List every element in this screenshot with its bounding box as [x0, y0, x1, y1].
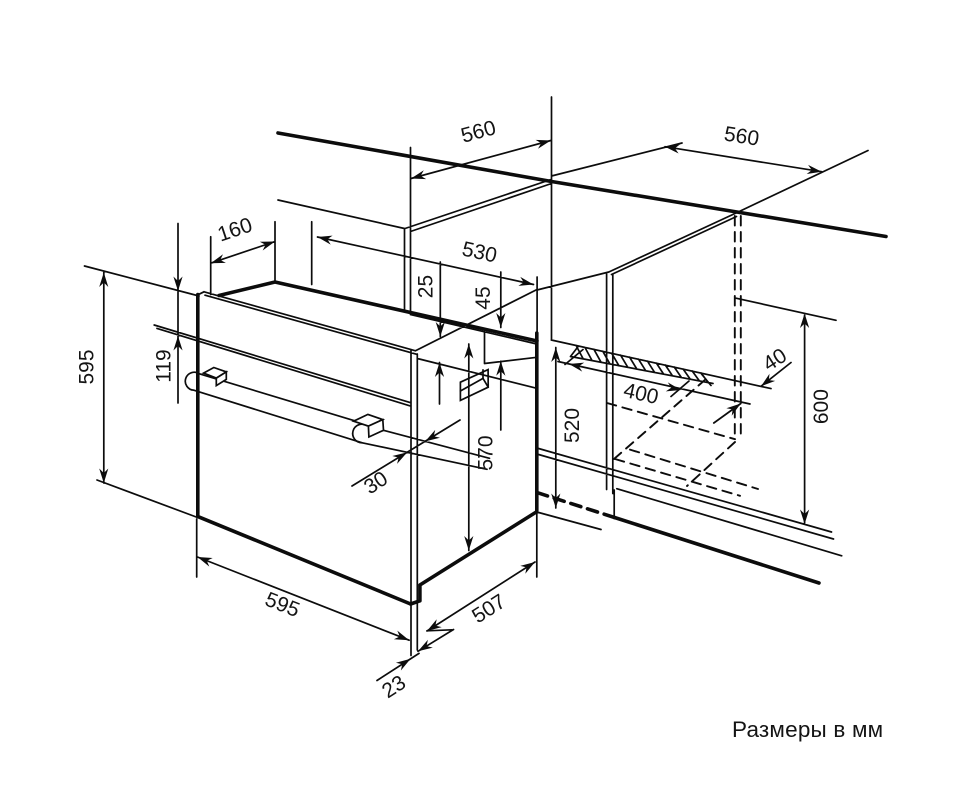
svg-text:Размеры в мм: Размеры в мм: [732, 717, 883, 742]
svg-text:600: 600: [810, 389, 833, 424]
svg-text:520: 520: [561, 408, 584, 443]
svg-text:570: 570: [475, 435, 498, 470]
svg-text:45: 45: [472, 286, 495, 309]
svg-text:560: 560: [722, 122, 760, 150]
svg-text:119: 119: [153, 349, 176, 382]
svg-text:595: 595: [76, 349, 99, 384]
svg-text:25: 25: [415, 275, 438, 298]
